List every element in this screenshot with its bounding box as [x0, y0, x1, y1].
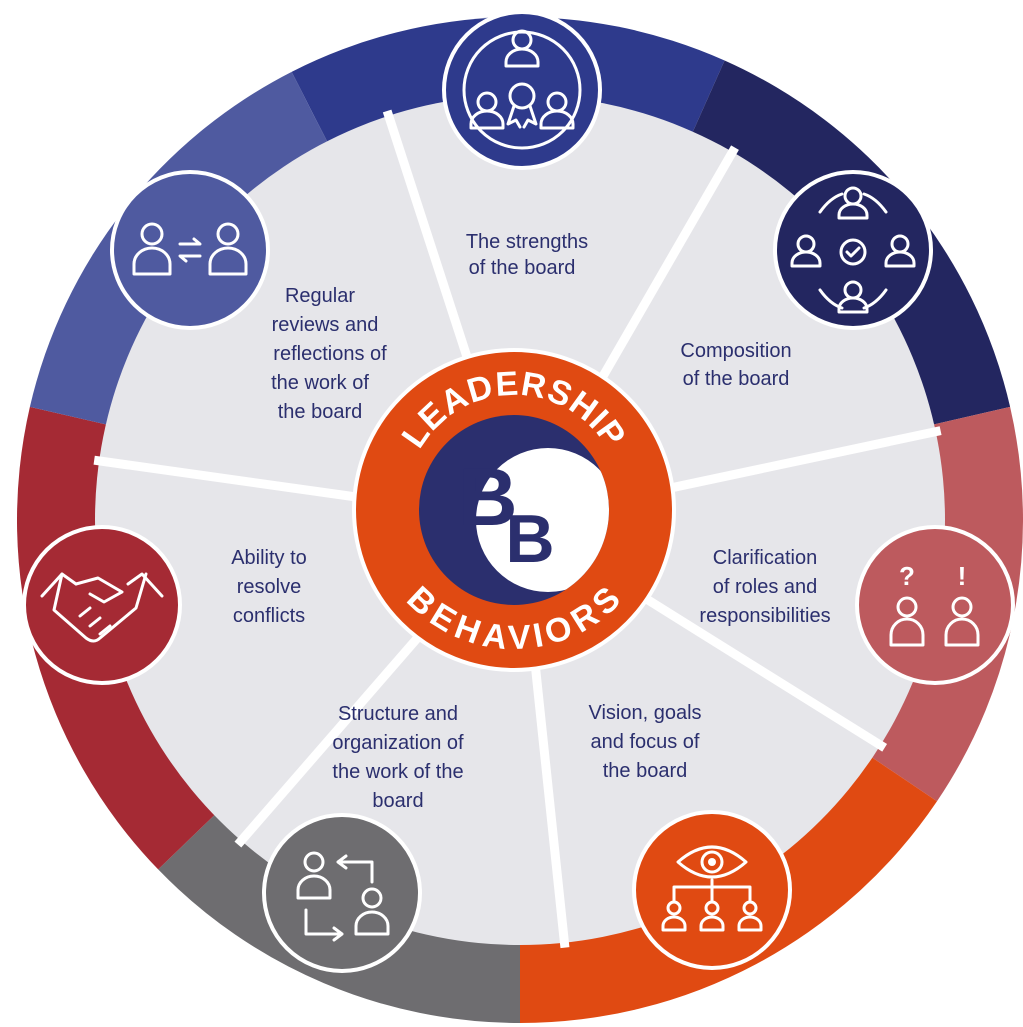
- segment-label-line: Vision, goals: [588, 702, 701, 724]
- segment-label-line: the work of the: [332, 761, 463, 783]
- svg-text:?: ?: [899, 561, 915, 591]
- logo-letter-second: B: [505, 501, 554, 577]
- badge-reviews: [110, 170, 270, 330]
- segment-label-line: the work of: [271, 372, 369, 394]
- segment-label-composition: Composition of the board: [680, 340, 791, 390]
- segment-label-line: Regular: [285, 285, 355, 307]
- team-cycle-check-icon: [790, 186, 916, 314]
- segment-label-line: reviews and: [272, 314, 379, 336]
- logo-letter-first: B: [458, 452, 517, 543]
- segment-label-conflicts: Ability to resolve conflicts: [231, 547, 307, 627]
- center-badge: LEADERSHIP BEHAVIORS B B: [352, 348, 676, 672]
- divider-spoke: [382, 109, 478, 379]
- segment-label-line: Clarification: [713, 547, 817, 569]
- badge-clarification: ? !: [855, 525, 1015, 685]
- segment-label-reviews: Regular reviews and reflections of the w…: [271, 285, 387, 423]
- svg-text:!: !: [958, 561, 967, 591]
- logo-mark: [476, 448, 609, 592]
- badge-structure: [262, 813, 422, 973]
- question-exclamation-people-icon: ? !: [889, 561, 980, 647]
- segment-label-line: responsibilities: [699, 605, 830, 627]
- segment-label-line: of the board: [683, 368, 790, 390]
- segment-label-line: conflicts: [233, 605, 305, 627]
- divider-spoke: [665, 426, 942, 494]
- badge-composition: [773, 170, 933, 330]
- segment-label-line: reflections of: [273, 343, 387, 365]
- segment-label-clarification: Clarification of roles and responsibilit…: [699, 547, 830, 627]
- segment-label-vision: Vision, goals and focus of the board: [588, 702, 701, 782]
- badge-vision: [632, 810, 792, 970]
- segment-label-line: and focus of: [591, 731, 700, 753]
- eye-network-icon: [661, 845, 763, 932]
- group-award-icon: [462, 29, 582, 150]
- segment-label-line: board: [372, 790, 423, 812]
- segment-label-line: the board: [603, 760, 688, 782]
- badge-conflicts: [22, 525, 182, 685]
- segment-label-line: Composition: [680, 340, 791, 362]
- divider-spokes: [93, 109, 942, 949]
- segment-label-line: resolve: [237, 576, 301, 598]
- badge-strengths: [442, 10, 602, 170]
- divider-spoke: [531, 668, 570, 949]
- workflow-people-icon: [296, 851, 390, 942]
- segment-label-line: Ability to: [231, 547, 307, 569]
- segment-label-line: the board: [278, 401, 363, 423]
- exchange-people-icon: [132, 222, 248, 276]
- divider-spoke: [93, 455, 373, 504]
- segment-label-structure: Structure and organization of the work o…: [332, 703, 464, 812]
- divider-spoke: [644, 595, 888, 752]
- segment-label-strengths: The strengths of the board: [466, 231, 588, 279]
- segment-label-line: of the board: [469, 257, 576, 279]
- segment-label-line: The strengths: [466, 231, 588, 253]
- segment-label-line: organization of: [332, 732, 464, 754]
- divider-spoke: [591, 145, 739, 393]
- divider-spoke: [234, 630, 425, 848]
- segment-label-line: Structure and: [338, 703, 458, 725]
- segment-label-line: of roles and: [713, 576, 818, 598]
- handshake-icon: [40, 572, 164, 643]
